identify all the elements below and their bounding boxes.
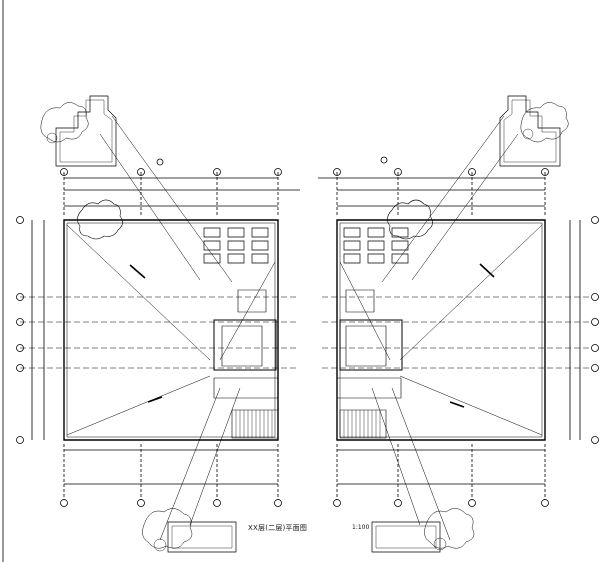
callout-top-left xyxy=(41,96,116,166)
callout-bottom-left xyxy=(142,508,236,552)
left-building-plan xyxy=(17,116,301,540)
drawing-scale: 1:100 xyxy=(352,524,370,531)
right-building-plan xyxy=(318,116,599,540)
callout-bottom-right xyxy=(372,508,474,552)
drawing-caption: XX层(二层)平面图 xyxy=(248,524,308,532)
callout-top-right xyxy=(500,96,568,166)
